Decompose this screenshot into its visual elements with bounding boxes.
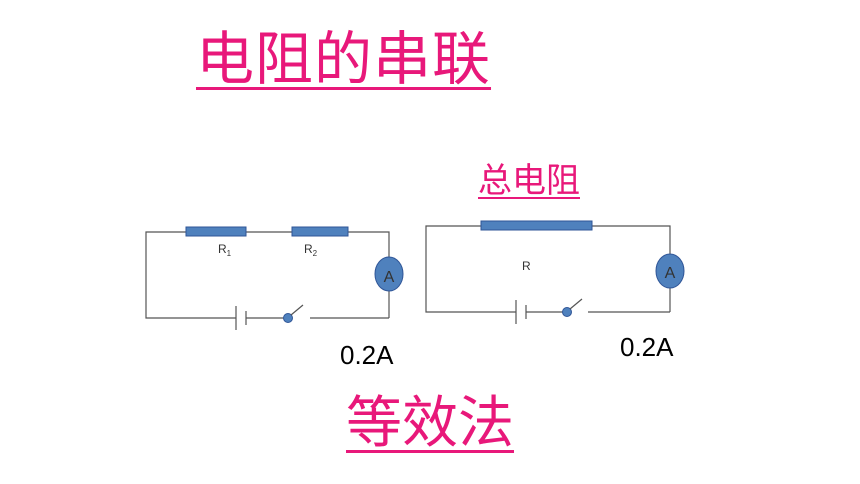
current-reading-1: 0.2A	[340, 340, 394, 370]
equivalent-method-label: 等效法	[346, 391, 514, 456]
switch-pivot	[283, 313, 293, 323]
r1-letter: R	[218, 242, 227, 256]
total-resistance-heading: 总电阻	[478, 161, 580, 201]
ammeter-1-label: A	[384, 269, 395, 286]
resistor-r-label: R	[522, 259, 531, 273]
resistor-r	[480, 220, 593, 231]
series-circuit: A R1 R2	[145, 226, 404, 330]
resistor-r1	[185, 226, 247, 237]
switch-lever	[290, 304, 304, 316]
resistor-r2-label: R2	[304, 242, 318, 258]
r1-subscript: 1	[227, 249, 232, 258]
r2-letter: R	[304, 242, 313, 256]
series-circuit-wire	[145, 231, 390, 319]
ammeter-2	[655, 253, 685, 289]
r2-subscript: 2	[313, 249, 318, 258]
page-title: 电阻的串联	[196, 25, 492, 93]
switch-2-pivot	[562, 307, 572, 317]
ammeter-1	[374, 256, 404, 292]
current-reading-2: 0.2A	[620, 332, 674, 362]
equivalent-circuit-wire	[425, 225, 671, 313]
switch-2-lever	[569, 298, 583, 310]
resistor-r2	[291, 226, 349, 237]
ammeter-2-label: A	[665, 265, 676, 282]
resistor-r1-label: R1	[218, 242, 232, 258]
equivalent-circuit: A R	[425, 220, 685, 324]
